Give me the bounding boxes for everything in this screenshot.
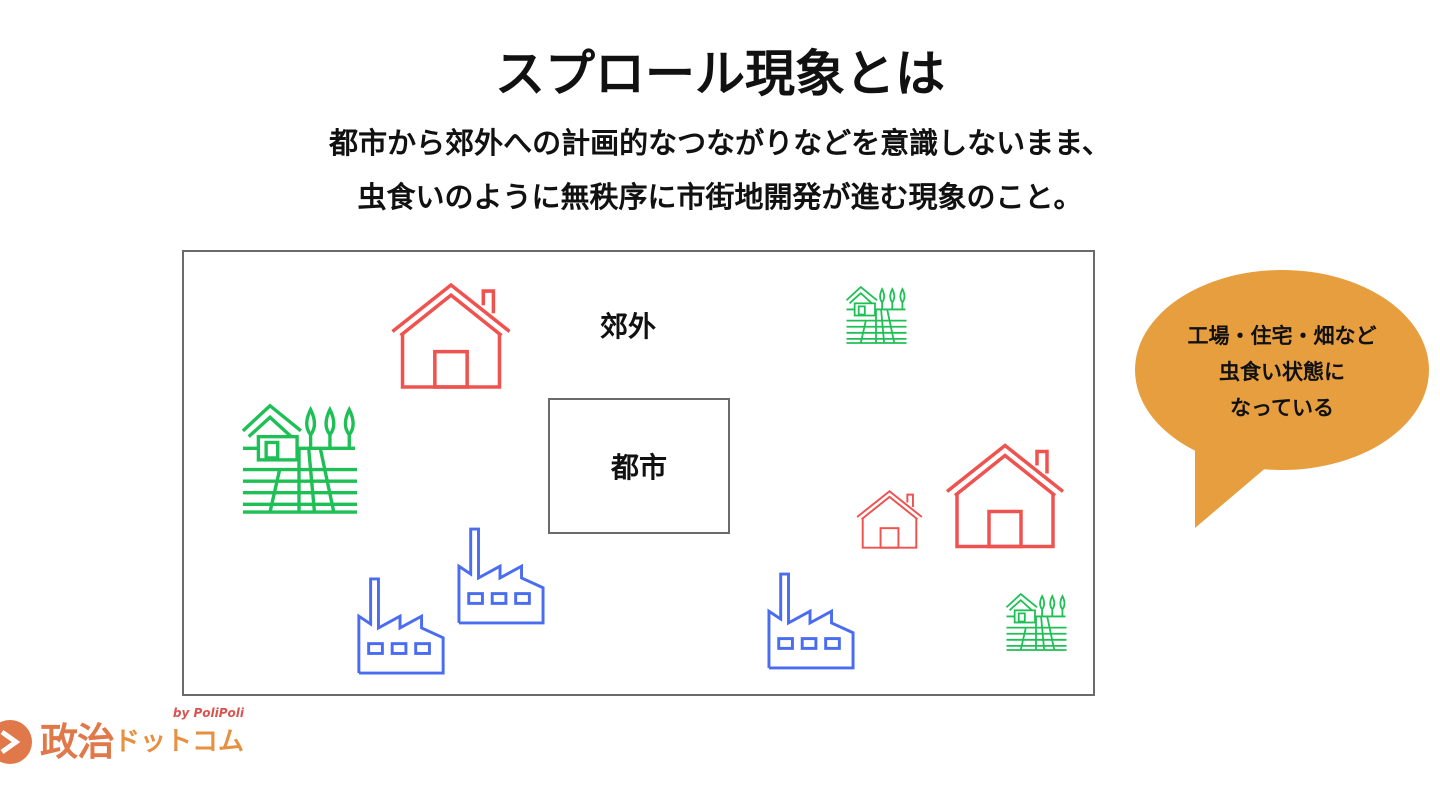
factory-icon — [767, 572, 855, 670]
speech-bubble — [1135, 270, 1429, 528]
house-icon — [945, 443, 1065, 549]
house-icon — [390, 283, 512, 389]
logo-mark-icon — [0, 720, 32, 764]
logo-name-kana: ドットコム — [114, 727, 245, 757]
subtitle-line-1: 都市から郊外への計画的なつながりなどを意識しないまま、 — [329, 126, 1111, 160]
callout-text: 工場・住宅・畑など 虫食い状態に なっている — [1135, 318, 1429, 426]
callout-line: 工場・住宅・畑など — [1187, 324, 1377, 348]
factory-icon — [356, 577, 446, 675]
suburb-frame — [182, 250, 1095, 696]
page-title: スプロール現象とは — [495, 45, 945, 103]
house-icon — [856, 490, 923, 549]
logo-row: 政治 ドットコム — [0, 720, 244, 764]
farm-icon — [845, 283, 907, 344]
city-box: 都市 — [548, 398, 730, 534]
callout-line: 虫食い状態に — [1219, 360, 1345, 384]
city-label: 都市 — [610, 451, 667, 484]
logo: by PoliPoli 政治 ドットコム — [0, 706, 244, 764]
suburb-label: 郊外 — [600, 310, 657, 343]
callout-line: なっている — [1230, 396, 1334, 420]
factory-icon — [457, 527, 545, 625]
subtitle-line-2: 虫食いのように無秩序に市街地開発が進む現象のこと。 — [357, 180, 1083, 214]
logo-name: 政治 — [40, 720, 115, 764]
farm-icon — [1005, 590, 1067, 651]
farm-icon — [240, 398, 358, 514]
logo-by: by PoliPoli — [172, 706, 245, 720]
